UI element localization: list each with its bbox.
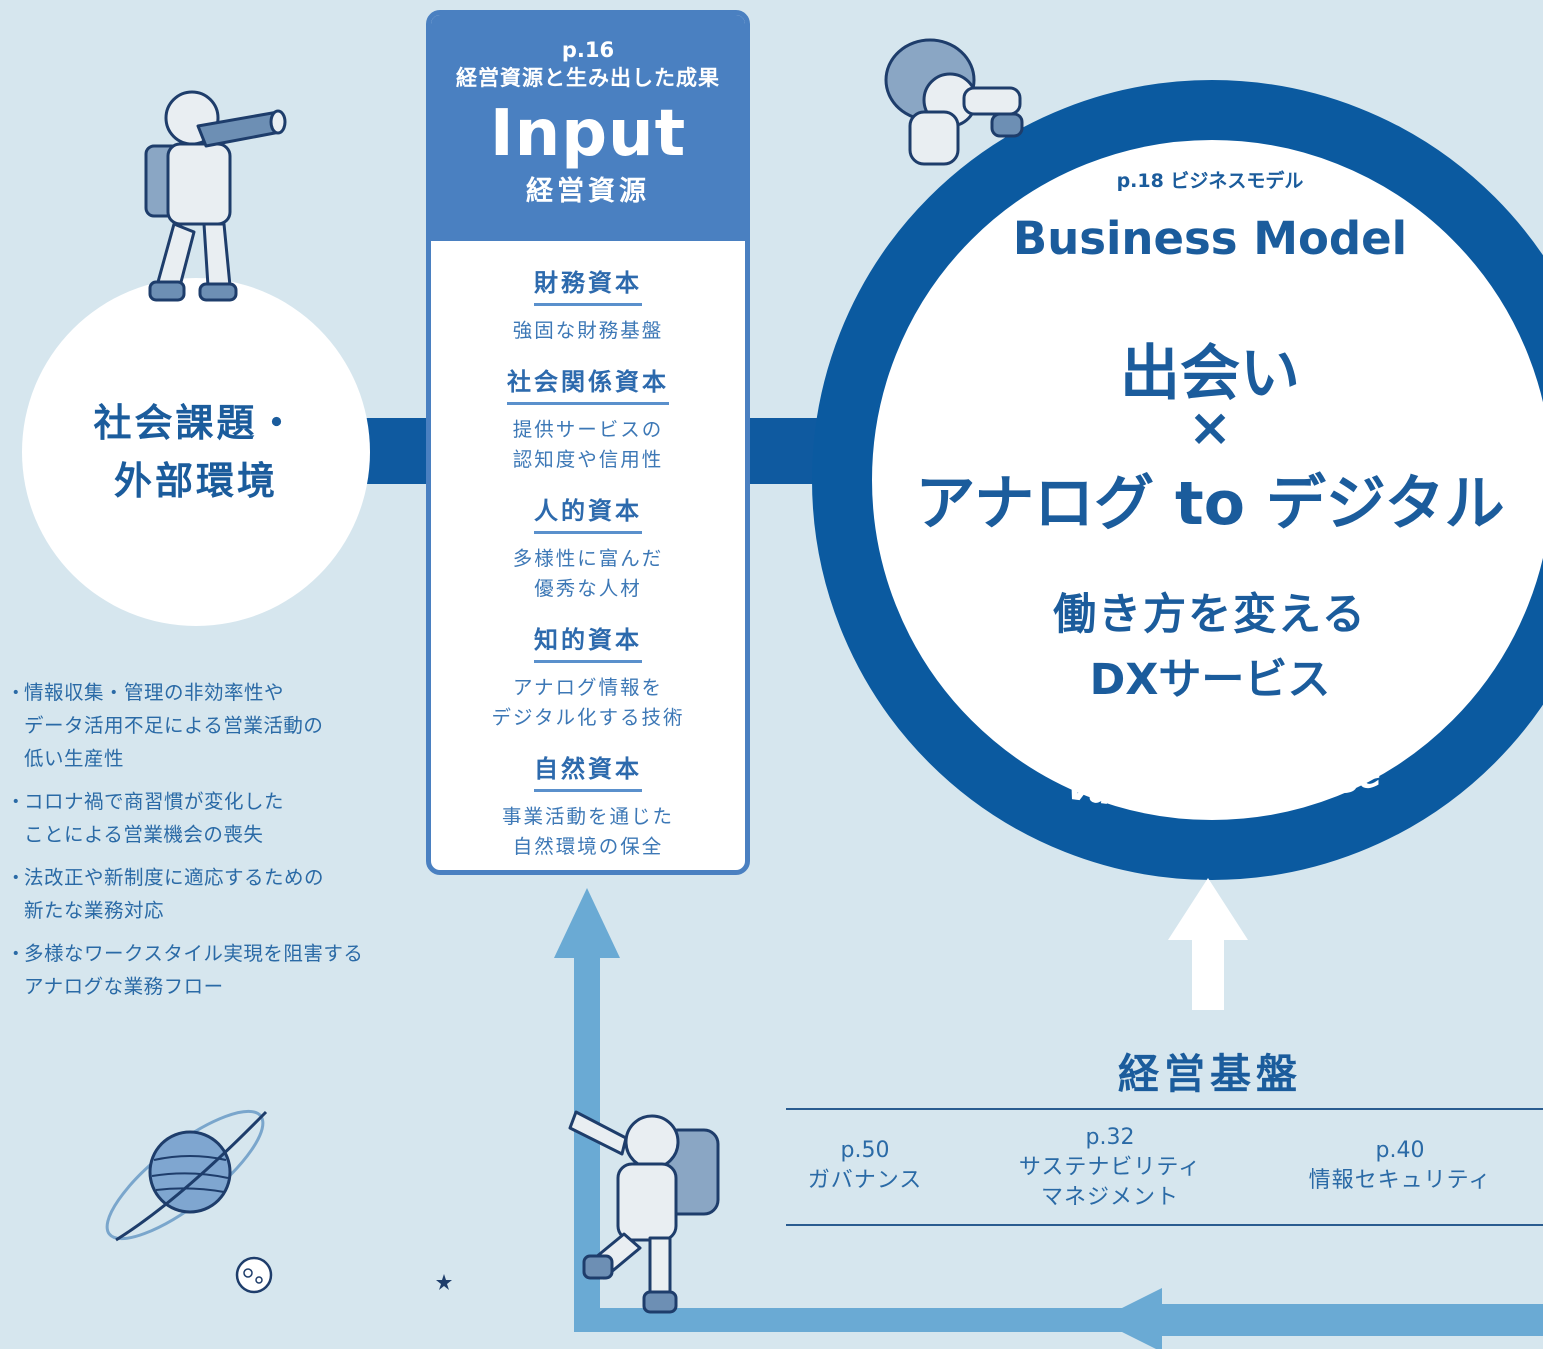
resource-item: 知的資本 アナログ情報を デジタル化する技術	[431, 620, 745, 733]
foundation-item-page: p.40	[1375, 1138, 1425, 1163]
bm-line1: 出会い	[1120, 339, 1300, 409]
bullet-dot: ・	[6, 681, 27, 704]
foundation-item-label: 情報セキュリティ	[1308, 1168, 1492, 1193]
foundation-top-rule	[786, 1108, 1543, 1110]
resource-item: 自然資本 事業活動を通じた 自然環境の保全	[431, 749, 745, 862]
foundation-item-page: p.32	[1085, 1125, 1135, 1150]
issue-text: コロナ禍で商習慣が変化した ことによる営業機会の喪失	[24, 790, 285, 846]
issue-item: ・多様なワークスタイル実現を阻害する アナログな業務フロー	[6, 937, 406, 1003]
bm-times: ×	[1188, 398, 1232, 458]
star-icon	[436, 1274, 452, 1290]
resource-desc: 提供サービスの 認知度や信用性	[512, 418, 664, 471]
connector-right	[748, 418, 818, 484]
foundation-item-page: p.50	[840, 1138, 890, 1163]
input-title-ja: 経営資源	[526, 176, 650, 207]
resource-item: 財務資本 強固な財務基盤	[431, 263, 745, 346]
issue-text: 法改正や新制度に適応するための 新たな業務対応	[24, 866, 325, 922]
input-page-ref: p.16	[561, 38, 615, 62]
resource-title: 人的資本	[534, 491, 642, 534]
resource-title: 自然資本	[534, 749, 642, 792]
issue-item: ・情報収集・管理の非効率性や データ活用不足による営業活動の 低い生産性	[6, 676, 406, 775]
astronaut-backpack-icon	[884, 38, 1024, 166]
connector-left	[358, 418, 430, 484]
issue-item: ・コロナ禍で商習慣が変化した ことによる営業機会の喪失	[6, 785, 406, 851]
resource-title: 社会関係資本	[507, 362, 669, 405]
input-panel: p.16 経営資源と生み出した成果 Input 経営資源 財務資本 強固な財務基…	[426, 10, 750, 875]
moon-icon	[235, 1256, 273, 1294]
issue-text: 多様なワークスタイル実現を阻害する アナログな業務フロー	[24, 942, 364, 998]
resource-title: 財務資本	[534, 263, 642, 306]
social-issues-title-line1: 社会課題・	[93, 401, 299, 445]
up-arrow-white-icon	[1168, 878, 1248, 1010]
bm-line2: アナログ to デジタル	[915, 469, 1505, 539]
foundation-bottom-rule	[786, 1224, 1543, 1226]
planet-icon	[105, 1109, 268, 1242]
resource-title: 知的資本	[534, 620, 642, 663]
issue-item: ・法改正や新制度に適応するための 新たな業務対応	[6, 861, 406, 927]
resource-item: 人的資本 多様性に富んだ 優秀な人材	[431, 491, 745, 604]
resource-desc: 多様性に富んだ 優秀な人材	[512, 547, 664, 600]
astronaut-climbing-icon	[568, 1110, 720, 1314]
astronaut-telescope-icon	[144, 90, 287, 302]
bullet-dot: ・	[6, 790, 27, 813]
bm-page-ref: p.18 ビジネスモデル	[1116, 170, 1304, 192]
input-title: Input	[489, 97, 687, 171]
resource-list: 財務資本 強固な財務基盤 社会関係資本 提供サービスの 認知度や信用性 人的資本…	[431, 241, 745, 862]
issue-text: 情報収集・管理の非効率性や データ活用不足による営業活動の 低い生産性	[24, 681, 324, 770]
foundation-item-security: p.40 情報セキュリティ	[1290, 1136, 1510, 1196]
resource-desc: 強固な財務基盤	[512, 319, 664, 342]
resource-desc: アナログ情報を デジタル化する技術	[491, 676, 685, 729]
bullet-dot: ・	[6, 866, 27, 889]
bm-title: Business Model	[1012, 212, 1408, 265]
foundation-title: 経営基盤	[1118, 1050, 1302, 1098]
bm-line4: DXサービス	[1089, 655, 1331, 705]
input-header: p.16 経営資源と生み出した成果 Input 経営資源	[431, 15, 745, 241]
foundation-item-sustainability: p.32 サステナビリティ マネジメント	[1000, 1123, 1220, 1213]
input-subtitle: 経営資源と生み出した成果	[456, 66, 720, 90]
social-issues-circle: 社会課題・ 外部環境	[22, 278, 370, 626]
bullet-dot: ・	[6, 942, 27, 965]
foundation-item-label: ガバナンス	[807, 1168, 923, 1193]
resource-desc: 事業活動を通じた 自然環境の保全	[501, 805, 674, 858]
bm-line3: 働き方を変える	[1053, 590, 1367, 640]
resource-item: 社会関係資本 提供サービスの 認知度や信用性	[431, 362, 745, 475]
issue-list: ・情報収集・管理の非効率性や データ活用不足による営業活動の 低い生産性 ・コロ…	[6, 676, 406, 1013]
foundation-item-governance: p.50 ガバナンス	[780, 1136, 950, 1196]
foundation-item-label: サステナビリティ マネジメント	[1018, 1155, 1202, 1210]
social-issues-title-line2: 外部環境	[113, 459, 278, 503]
